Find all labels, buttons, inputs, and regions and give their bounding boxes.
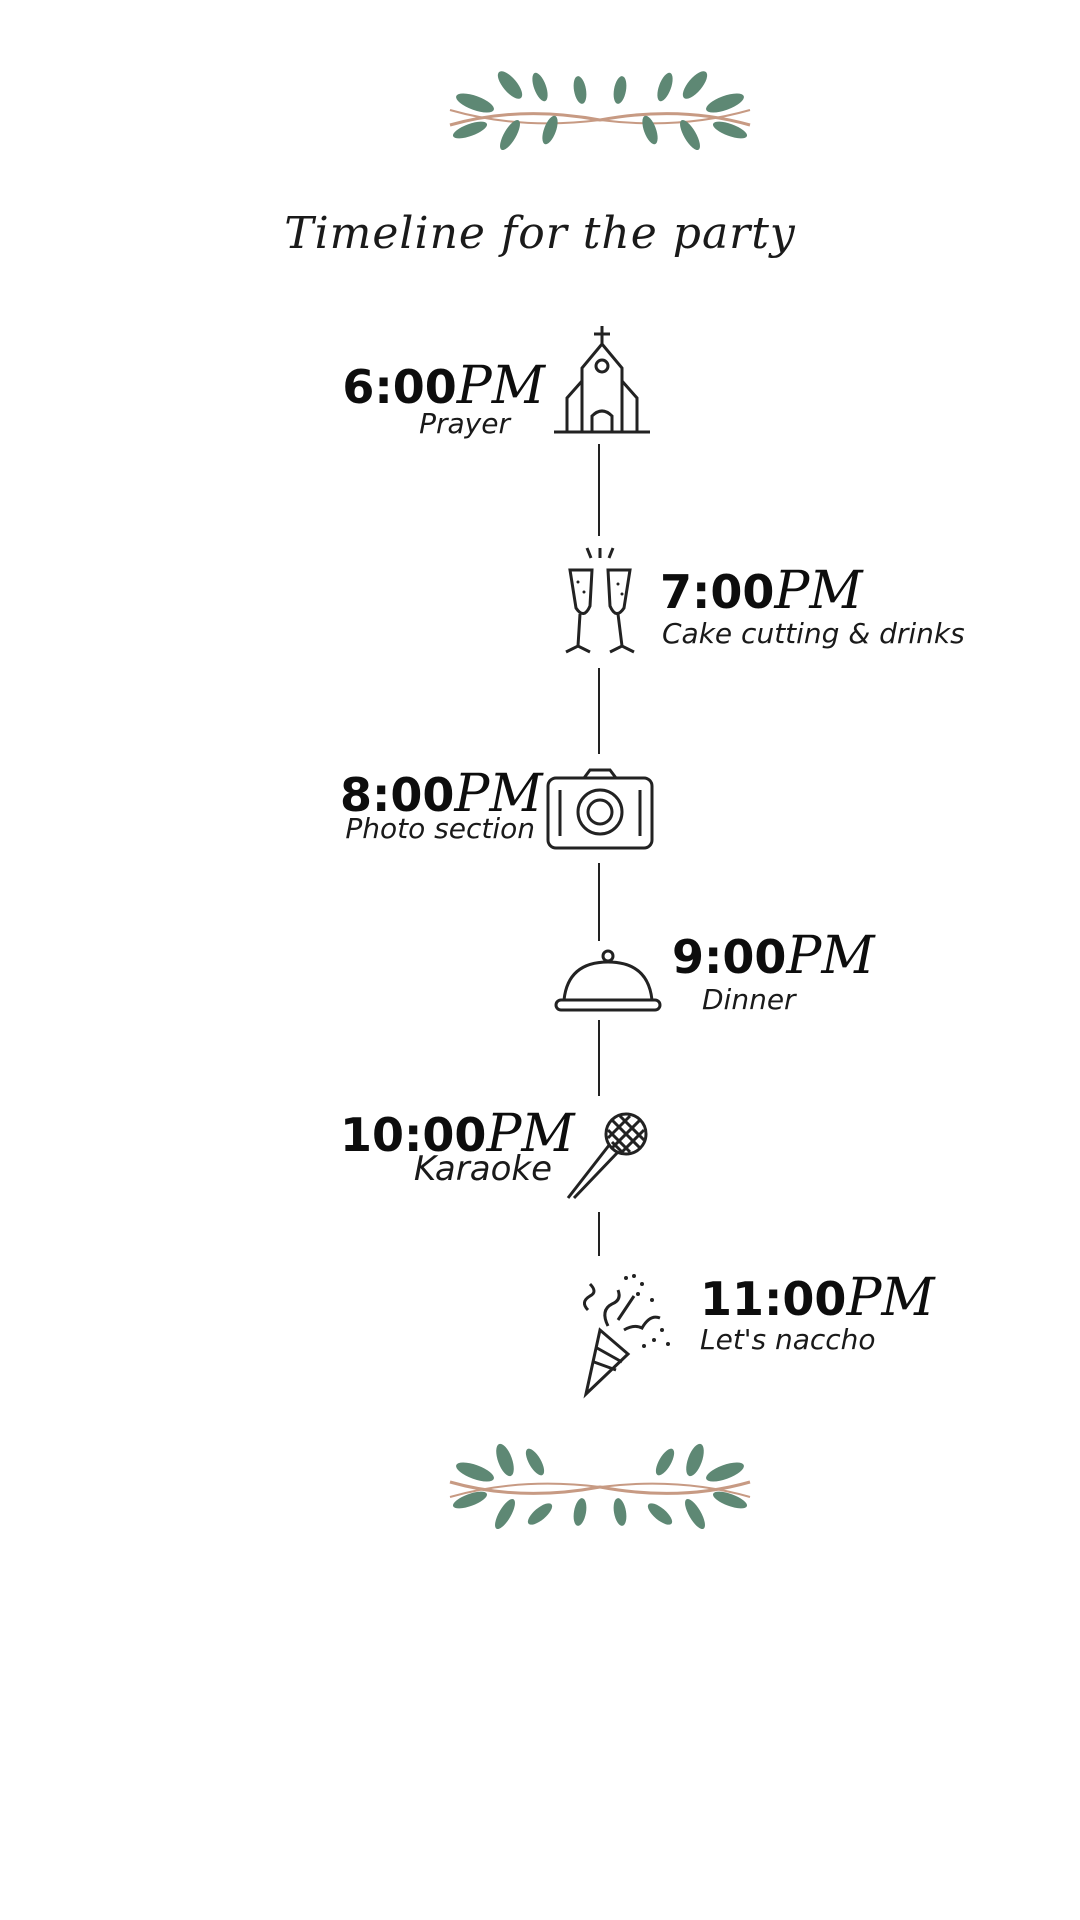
timeline-connector xyxy=(598,1212,600,1256)
event-label: Let's naccho xyxy=(700,1323,876,1356)
event-time: 10:00PM xyxy=(340,1104,575,1164)
event-label: Karaoke xyxy=(413,1149,552,1189)
microphone-icon xyxy=(566,1112,648,1200)
champagne-glasses-icon xyxy=(565,547,635,654)
timeline-event: 6:00PM xyxy=(340,360,545,412)
event-time: 8:00PM xyxy=(340,764,543,824)
event-time: 11:00PM xyxy=(700,1268,935,1328)
event-label: Photo section xyxy=(345,812,535,845)
event-label: Cake cutting & drinks xyxy=(662,617,965,650)
event-time: 7:00PM xyxy=(660,561,863,621)
event-time: 6:00PM xyxy=(342,356,545,416)
timeline-connector xyxy=(598,1020,600,1096)
timeline-connector xyxy=(598,863,600,941)
timeline-connector xyxy=(598,444,600,536)
event-label: Dinner xyxy=(702,983,796,1016)
event-label: Prayer xyxy=(419,407,510,440)
leaf-garland-bottom-icon xyxy=(449,1443,751,1530)
event-time: 9:00PM xyxy=(672,926,875,986)
church-icon xyxy=(554,326,650,434)
leaf-garland-top-icon xyxy=(449,71,751,151)
timeline-connector xyxy=(598,668,600,754)
food-cloche-icon xyxy=(554,949,662,1012)
party-popper-icon xyxy=(583,1274,670,1399)
camera-icon xyxy=(546,768,654,850)
page-title: Timeline for the party xyxy=(284,208,796,259)
